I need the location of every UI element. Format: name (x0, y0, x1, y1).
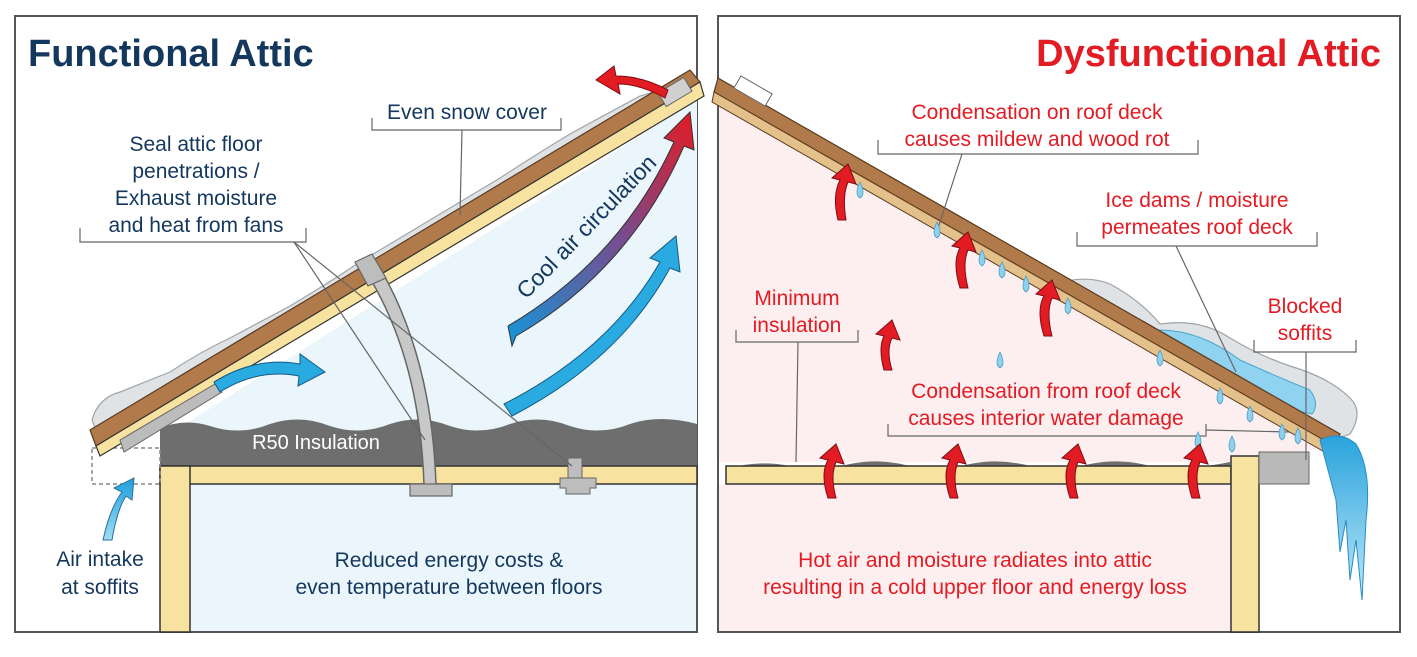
blocked-soffits-line-1: Blocked (1268, 295, 1343, 318)
water-drop-10 (1246, 405, 1254, 423)
insulation-label: R50 Insulation (252, 432, 380, 454)
functional-roof-deck (95, 81, 705, 457)
functional-soffit (91, 447, 161, 485)
blocked-soffits-bracket (1253, 340, 1357, 353)
baffle-airflow-arrow (213, 353, 326, 393)
reduced-costs-line-1: Reduced energy costs & (335, 549, 564, 572)
functional-attic-panel: Functional Attic Even snow cover Seal at… (14, 15, 705, 633)
ice-dams-line-1: Ice dams / moisture (1105, 189, 1288, 212)
minimum-insulation-line-1: Minimum (754, 287, 839, 310)
reduced-costs-line-2: even temperature between floors (295, 576, 602, 599)
functional-wall-stud (159, 465, 191, 633)
seal-label-line-3: Exhaust moisture (115, 187, 277, 210)
even-snow-label: Even snow cover (387, 101, 547, 124)
functional-exhaust-fan (409, 483, 453, 497)
heat-arrow-6 (940, 443, 967, 499)
water-drop-6 (1064, 297, 1072, 315)
seal-label-line-2: penetrations / (132, 160, 259, 183)
soffit-intake-arrow (102, 477, 135, 541)
ice-dams-line (1175, 245, 1237, 373)
dysfunctional-ceiling-joist (725, 465, 1232, 485)
ridge-exhaust-arrow (595, 65, 669, 99)
water-drop-9 (1216, 387, 1224, 405)
dysfunctional-room (719, 484, 1231, 631)
functional-exhaust-cap (354, 253, 387, 287)
functional-ridge-vent (657, 76, 693, 108)
functional-penetration-seal (559, 477, 597, 495)
condensation-interior-line-1: Condensation from roof deck (911, 380, 1181, 403)
heat-arrows (818, 163, 1209, 499)
water-drop-5 (1022, 275, 1030, 293)
heat-arrow-7 (1060, 443, 1087, 499)
condensation-deck-line-1: Condensation on roof deck (911, 101, 1163, 124)
water-drop-7 (996, 351, 1004, 369)
seal-callout-line-b (293, 241, 573, 467)
seal-label-line-4: and heat from fans (108, 214, 283, 237)
heat-arrow-3 (1034, 279, 1061, 337)
condensation-deck-line-2: causes mildew and wood rot (905, 128, 1170, 151)
dysfunctional-title: Dysfunctional Attic (1036, 33, 1381, 75)
heat-arrow-2 (950, 231, 977, 289)
snow-callout-bracket (371, 118, 562, 131)
water-drop-11 (1278, 423, 1286, 441)
condensation-deck-line (937, 153, 963, 229)
icicle (1319, 435, 1369, 601)
functional-attic-space (160, 100, 697, 440)
seal-callout-line-a (293, 241, 426, 441)
functional-room (190, 484, 696, 631)
heat-arrow-8 (1182, 443, 1209, 499)
cool-air-circulation-arrow (507, 110, 695, 348)
heat-arrow-5 (818, 443, 845, 499)
ice-dams-bracket (1076, 232, 1318, 247)
snow-callout-line (459, 129, 463, 216)
water-drop-3 (978, 249, 986, 267)
condensation-deck-bracket (877, 140, 1199, 155)
seal-callout-bracket (79, 228, 307, 243)
rising-cool-air-arrow (503, 235, 681, 417)
hot-air-line-1: Hot air and moisture radiates into attic (798, 549, 1152, 572)
heat-arrow-1 (830, 163, 857, 221)
functional-baffle (119, 383, 223, 453)
water-drop-4 (998, 261, 1006, 279)
condensation-interior-line-2: causes interior water damage (908, 407, 1183, 430)
seal-label-line-1: Seal attic floor (129, 133, 262, 156)
heat-arrow-4 (874, 319, 901, 371)
minimum-insulation-line-2: insulation (753, 314, 842, 337)
condensation-interior-line (1205, 429, 1291, 433)
dysfunctional-blocked-soffit (1258, 451, 1310, 485)
air-intake-line-1: Air intake (56, 548, 144, 571)
water-drop-1 (856, 181, 864, 199)
dysfunctional-wall-stud (1230, 455, 1260, 633)
blocked-soffits-line-2: soffits (1278, 322, 1332, 345)
minimum-insulation-bracket (735, 330, 859, 343)
air-intake-line-2: at soffits (61, 576, 139, 599)
minimum-insulation-line (795, 341, 799, 463)
dysfunctional-attic-panel: Dysfunctional Attic Condensation on roof… (711, 15, 1401, 633)
functional-title: Functional Attic (28, 33, 314, 75)
water-drop-12 (1294, 427, 1302, 445)
water-drop-8 (1156, 349, 1164, 367)
ice-dams-line-2: permeates roof deck (1101, 216, 1293, 239)
water-drop-2 (933, 221, 941, 239)
water-drop-13 (1228, 435, 1236, 453)
dysfunctional-ridge-vent (733, 75, 773, 107)
hot-air-line-2: resulting in a cold upper floor and ener… (763, 576, 1187, 599)
